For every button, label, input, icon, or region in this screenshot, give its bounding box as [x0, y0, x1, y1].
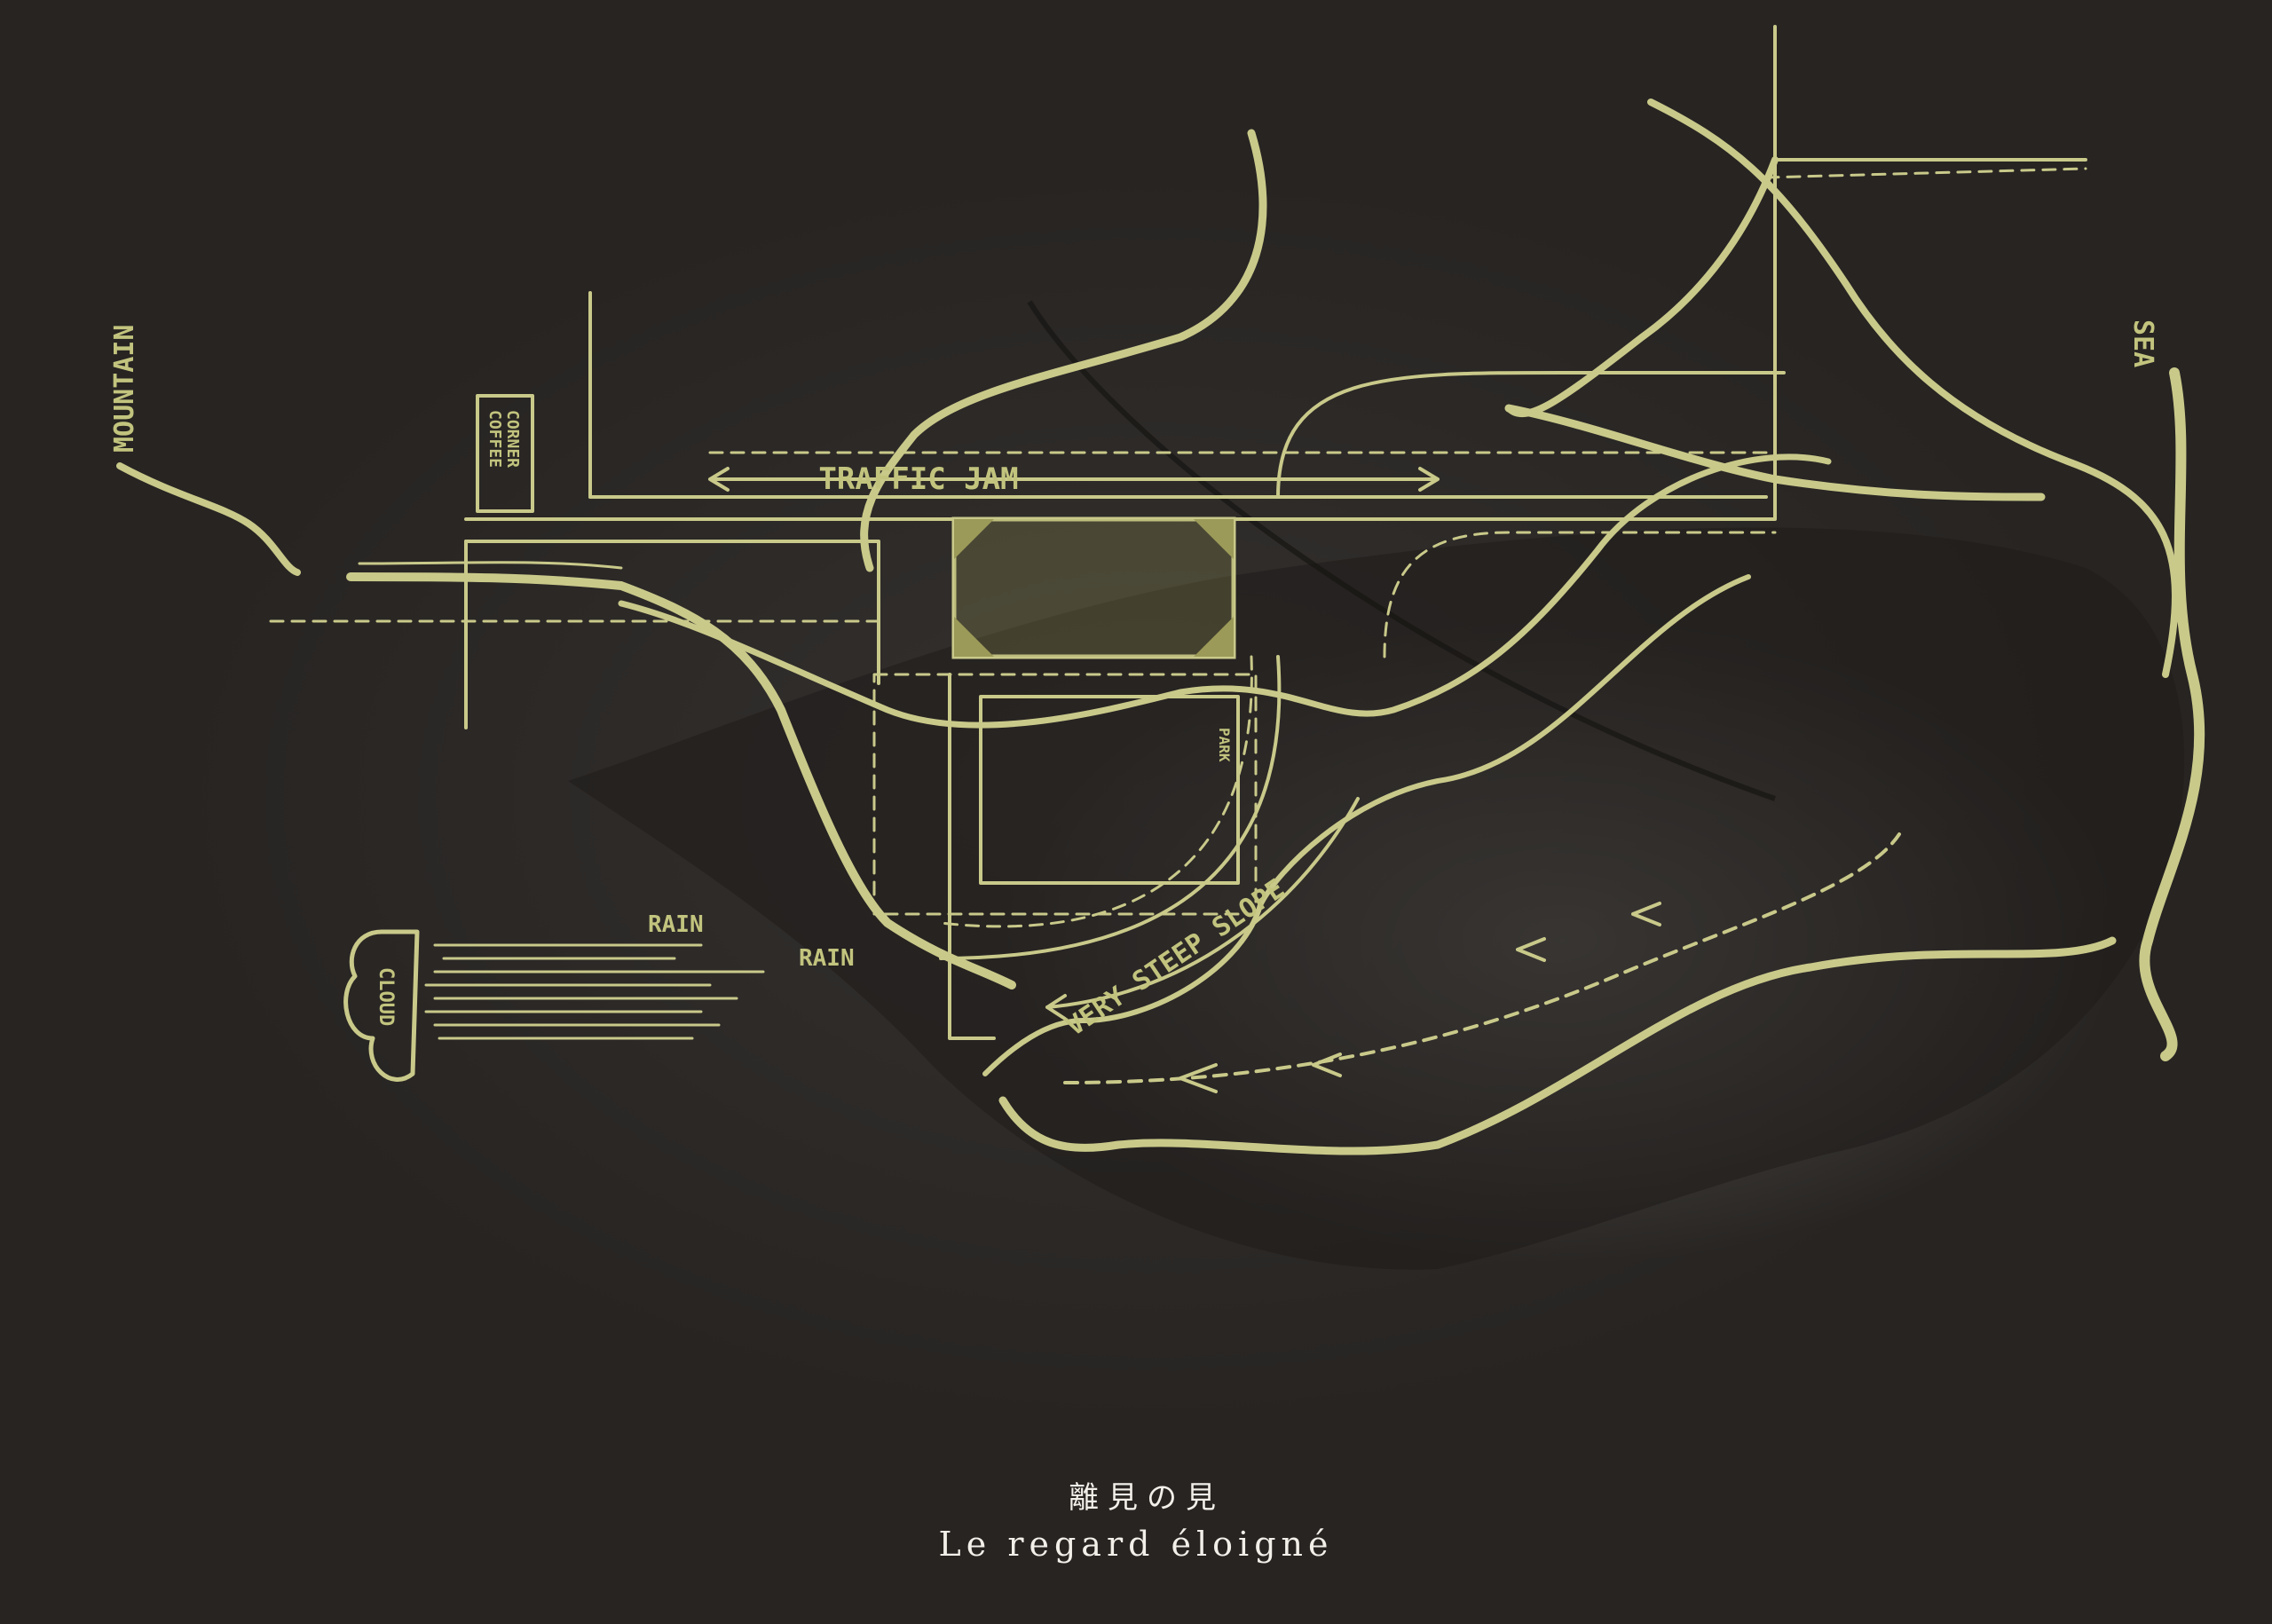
bird-path [1063, 832, 1901, 1084]
corner-coffee-box [476, 394, 534, 513]
lower-block-inner [979, 695, 1240, 885]
road-curve-inner [1276, 371, 1786, 499]
cloud-shape [343, 929, 420, 1082]
label-rain-2: RAIN [799, 945, 855, 972]
river-south-inner [982, 574, 1751, 1076]
road-dashed-right [1764, 167, 2087, 179]
label-mountain: MOUNTAIN [109, 325, 140, 453]
label-park: PARK [1216, 728, 1233, 762]
title-japanese: 離見の見 [1069, 1480, 1225, 1516]
river-south [998, 936, 2117, 1155]
road-curve-outer-2 [939, 655, 1282, 960]
label-sea: SEA [2127, 319, 2158, 367]
label-coffee: COFFEE [485, 410, 504, 468]
road-left-horizontal [464, 540, 880, 685]
park-block-fill [954, 519, 1234, 657]
river-main [346, 572, 1016, 989]
label-corner: CORNER [503, 410, 522, 468]
river-north [860, 129, 1267, 572]
rain-lines [424, 943, 765, 1040]
river-northeast [1647, 99, 2179, 678]
steep-slope-arrow [1045, 797, 1360, 1021]
lower-block-lines [948, 673, 996, 1040]
road-traffic-jam [464, 158, 2087, 521]
title-french: Le regard éloigné [938, 1525, 1334, 1564]
traffic-jam-arrow [708, 467, 1440, 492]
park-corner-tl [954, 519, 994, 559]
park-corner-tr [1194, 519, 1234, 559]
leaf-silhouette [568, 527, 2185, 1270]
park-block [951, 516, 1236, 659]
river-mid [618, 453, 1832, 729]
river-main-echo [358, 561, 623, 570]
park-corner-br [1194, 617, 1234, 657]
label-rain-1: RAIN [648, 911, 704, 938]
road-curve-outer [939, 655, 1253, 928]
label-traffic-jam: TRAFFIC JAM [818, 461, 1018, 497]
lower-block-outer [872, 673, 1258, 916]
road-right-block [1383, 531, 1777, 658]
label-cloud: CLOUD [375, 967, 397, 1026]
river-to-sea [1504, 404, 2046, 501]
river-east [1505, 156, 1779, 418]
park-corner-bl [954, 617, 994, 657]
sea-coastline [2139, 367, 2205, 1061]
mountain-stream [116, 462, 301, 576]
bird-marks [1179, 902, 1661, 1093]
